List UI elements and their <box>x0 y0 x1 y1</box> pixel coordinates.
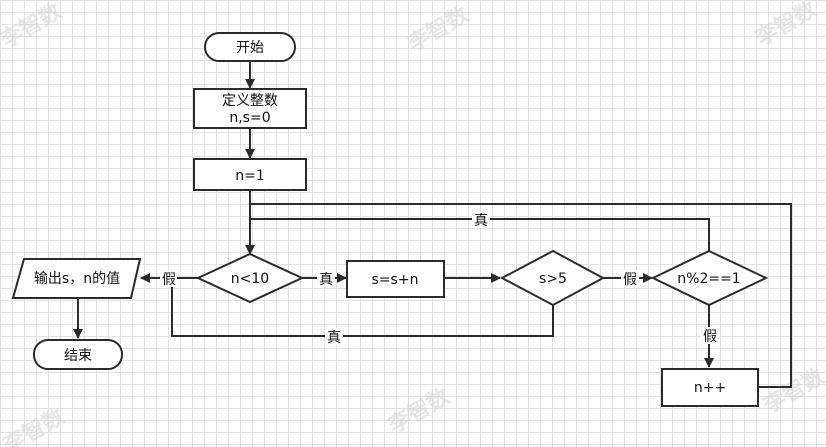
svg-text:真: 真 <box>474 213 488 229</box>
watermark-text: 李智数 <box>402 1 474 58</box>
svg-text:n=1: n=1 <box>235 168 265 184</box>
svg-text:假: 假 <box>703 329 717 345</box>
edge-label-n-false: 假 <box>160 270 177 288</box>
watermark-text: 李智数 <box>0 403 70 447</box>
svg-text:真: 真 <box>319 272 333 288</box>
svg-text:假: 假 <box>623 272 637 288</box>
svg-text:假: 假 <box>162 272 176 288</box>
watermark-text: 李智数 <box>383 383 455 440</box>
svg-text:n%2==1: n%2==1 <box>677 271 740 287</box>
svg-text:输出s，n的值: 输出s，n的值 <box>34 271 120 287</box>
edge-label-loop-true: 真 <box>472 211 490 229</box>
edge-label-s-false: 假 <box>621 270 639 288</box>
svg-text:n,s=0: n,s=0 <box>229 110 270 126</box>
svg-text:s=s+n: s=s+n <box>372 272 419 288</box>
output-node: 输出s，n的值 <box>11 258 142 299</box>
edge-label-n-true: 真 <box>317 270 335 288</box>
svg-text:开始: 开始 <box>236 40 264 56</box>
define-node: 定义整数 n,s=0 <box>193 88 307 129</box>
svg-text:n++: n++ <box>694 380 726 396</box>
edge-cond-even-true <box>250 218 710 251</box>
edge-label-even-false: 假 <box>701 327 719 345</box>
svg-text:n<10: n<10 <box>231 271 269 287</box>
svg-text:s>5: s>5 <box>539 271 567 287</box>
svg-text:结束: 结束 <box>64 348 92 364</box>
svg-text:真: 真 <box>327 330 341 346</box>
cond-n-node: n<10 <box>195 252 305 304</box>
sum-node: s=s+n <box>346 260 445 298</box>
watermark-text: 李智数 <box>0 0 67 54</box>
init-n-node: n=1 <box>193 158 307 191</box>
watermark-text: 李智数 <box>758 363 826 420</box>
start-node: 开始 <box>204 32 296 62</box>
end-node: 结束 <box>33 339 123 370</box>
edge-incr-loop-back <box>250 203 792 388</box>
incr-node: n++ <box>661 368 759 407</box>
cond-s-node: s>5 <box>499 249 606 307</box>
edge-label-s-true: 真 <box>325 328 343 346</box>
svg-text:定义整数: 定义整数 <box>222 93 278 109</box>
cond-even-node: n%2==1 <box>650 249 769 307</box>
watermark-text: 李智数 <box>750 0 822 52</box>
edge-cond-s-true <box>171 278 554 337</box>
